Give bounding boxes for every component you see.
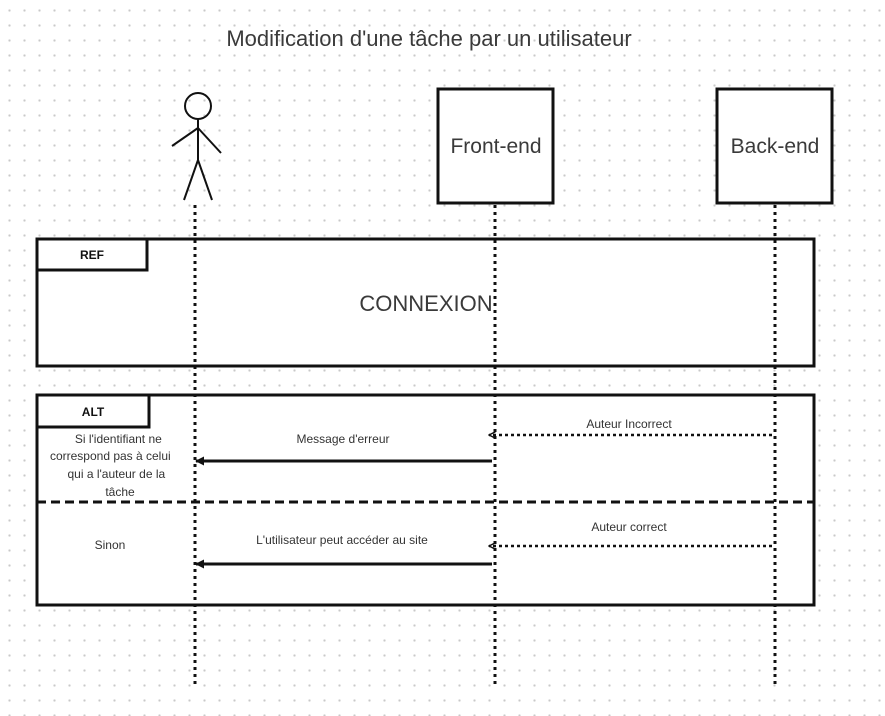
frontend-label: Front-end xyxy=(450,135,541,158)
msg-erreur: Message d'erreur xyxy=(297,432,390,446)
backend-label: Back-end xyxy=(731,135,820,158)
user-actor-icon xyxy=(171,92,222,201)
ref-fragment: REF CONNEXION xyxy=(35,237,816,368)
alt-guard-2: Sinon xyxy=(95,538,126,552)
diagram-title: Modification d'une tâche par un utilisat… xyxy=(226,26,631,51)
alt-tag: ALT xyxy=(82,405,105,419)
ref-content: CONNEXION xyxy=(359,291,492,316)
ref-tag-box xyxy=(35,237,149,272)
ref-tag: REF xyxy=(80,248,104,262)
msg-auteur-incorrect: Auteur Incorrect xyxy=(586,417,672,431)
msg-acces-site: L'utilisateur peut accéder au site xyxy=(256,533,428,547)
alt-fragment: ALT Si l'identifiant ne correspond pas à… xyxy=(35,393,816,607)
alt-guard-1: Si l'identifiant ne correspond pas à cel… xyxy=(50,432,174,499)
msg-auteur-correct: Auteur correct xyxy=(591,520,667,534)
frontend-lifeline-box: Front-end xyxy=(436,87,555,205)
backend-lifeline-box: Back-end xyxy=(715,87,834,205)
alt-tag-box xyxy=(35,393,151,429)
